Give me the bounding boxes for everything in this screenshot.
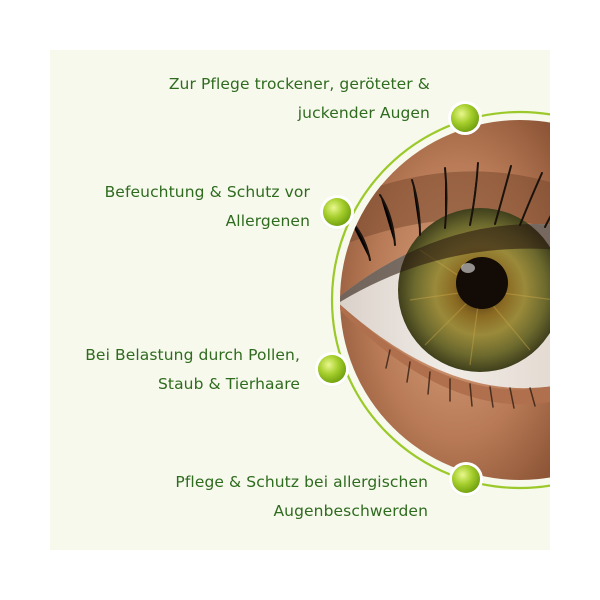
benefit-3-line1: Bei Belastung durch Pollen,: [85, 346, 300, 364]
benefit-2-line1: Befeuchtung & Schutz vor: [104, 183, 310, 201]
benefit-label-4: Pflege & Schutz bei allergischen Augenbe…: [175, 468, 428, 526]
benefit-1-line1: Zur Pflege trockener, geröteter &: [168, 75, 430, 93]
benefit-label-2: Befeuchtung & Schutz vor Allergenen: [105, 178, 310, 236]
benefit-1-line2: juckender Augen: [297, 104, 430, 122]
green-dot-icon: [323, 198, 351, 226]
benefit-4-line1: Pflege & Schutz bei allergischen: [175, 473, 428, 491]
green-dot-icon: [452, 465, 480, 493]
benefit-3-line2: Staub & Tierhaare: [157, 375, 300, 393]
benefit-label-1: Zur Pflege trockener, geröteter & jucken…: [169, 70, 430, 128]
benefit-4-line2: Augenbeschwerden: [273, 502, 428, 520]
benefit-label-3: Bei Belastung durch Pollen, Staub & Tier…: [85, 341, 300, 399]
green-dot-icon: [318, 355, 346, 383]
green-dot-icon: [451, 104, 479, 132]
benefit-2-line2: Allergenen: [225, 212, 310, 230]
